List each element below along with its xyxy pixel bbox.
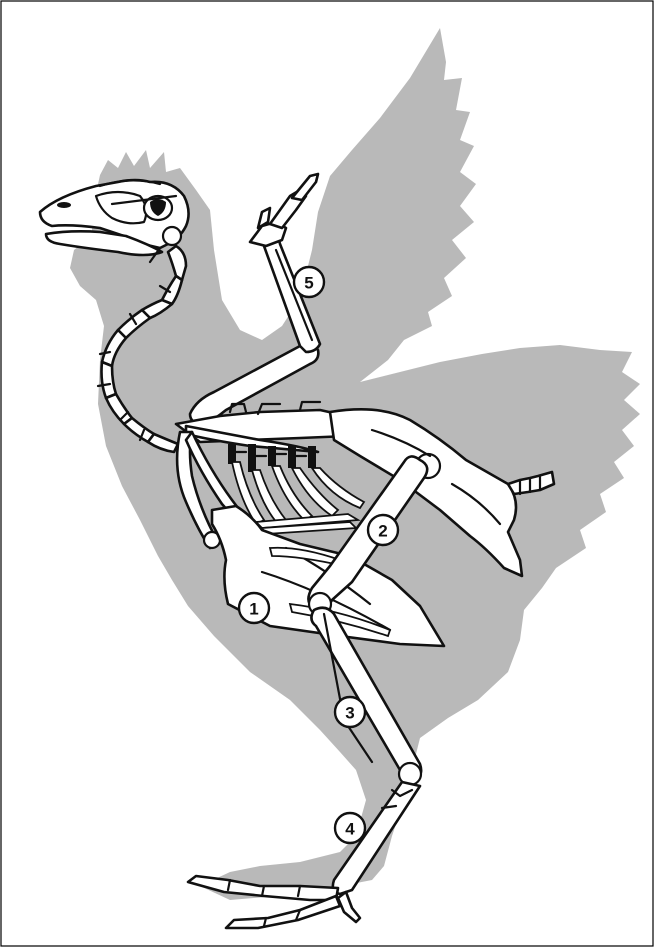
callout-5: 5 <box>294 267 324 297</box>
callout-5-label: 5 <box>304 274 313 293</box>
skull <box>40 180 189 255</box>
chicken-silhouette <box>70 28 640 900</box>
callout-1: 1 <box>239 593 269 623</box>
callout-3: 3 <box>335 697 365 727</box>
callout-4: 4 <box>335 813 365 843</box>
callout-2-label: 2 <box>378 522 387 541</box>
callout-1-label: 1 <box>249 600 258 619</box>
callout-2: 2 <box>368 515 398 545</box>
callout-4-label: 4 <box>345 820 355 839</box>
callout-3-label: 3 <box>345 704 354 723</box>
